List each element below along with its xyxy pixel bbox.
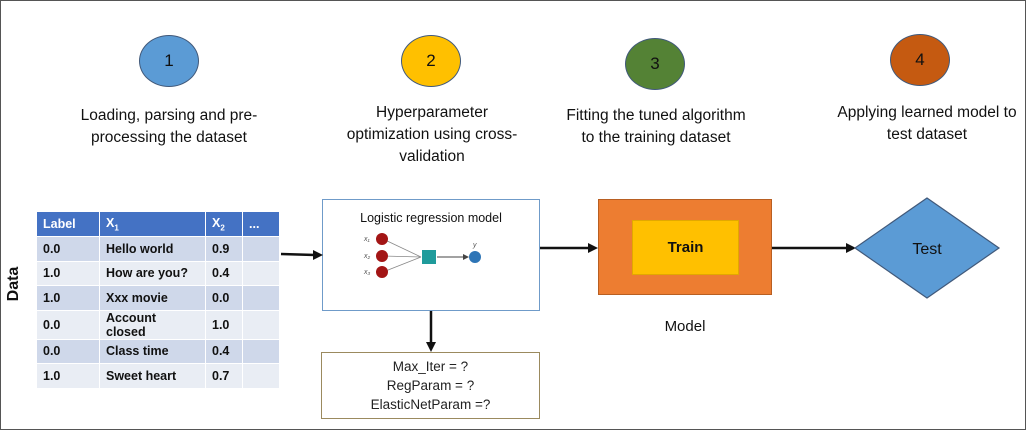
step-4-circle: 4 xyxy=(890,34,950,86)
step-2-circle: 2 xyxy=(401,35,461,87)
input-neuron-3 xyxy=(376,266,388,278)
param-elastic-net: ElasticNetParam =? xyxy=(370,397,491,412)
step-4-number: 4 xyxy=(915,50,925,69)
hyperparameter-box: Max_Iter = ? RegParam = ? ElasticNetPara… xyxy=(321,352,540,419)
header-more: ... xyxy=(242,211,280,237)
input-neuron-1 xyxy=(376,233,388,245)
step-2-text: Hyperparameter optimization using cross-… xyxy=(346,104,518,165)
train-model-box: Train xyxy=(598,199,772,295)
step-2-number: 2 xyxy=(426,51,436,70)
network-illustration: x₁ x₂ x₃ y xyxy=(363,233,481,278)
summation-node xyxy=(422,250,436,264)
param-reg: RegParam = ? xyxy=(386,378,475,393)
header-x2: X2 xyxy=(205,211,243,237)
step-3-number: 3 xyxy=(650,54,660,73)
step-3-circle: 3 xyxy=(625,38,685,90)
step-1-text: Loading, parsing and pre-processing the … xyxy=(80,107,258,146)
header-x1: X1 xyxy=(99,211,206,237)
model-box: Logistic regression model x₁ x₂ x₃ y xyxy=(322,199,540,311)
input-label-2: x₂ xyxy=(363,253,371,260)
data-axis-label: Data xyxy=(5,266,22,302)
step-3-text: Fitting the tuned algorithm to the train… xyxy=(566,107,746,146)
train-box: Train xyxy=(632,220,739,275)
output-neuron xyxy=(469,251,481,263)
model-title: Logistic regression model xyxy=(360,211,502,225)
input-neuron-2 xyxy=(376,250,388,262)
train-label: Train xyxy=(667,239,704,256)
step-1-number: 1 xyxy=(164,51,174,70)
output-label: y xyxy=(472,242,477,249)
input-label-3: x₃ xyxy=(363,269,371,276)
model-caption: Model xyxy=(664,318,706,335)
step-4-text: Applying learned model to test dataset xyxy=(837,104,1017,143)
input-label-1: x₁ xyxy=(363,236,371,243)
header-label: Label xyxy=(36,211,100,237)
param-max-iter: Max_Iter = ? xyxy=(392,359,469,374)
step-1-circle: 1 xyxy=(139,35,199,87)
table-header-row: Label X1 X2 ... xyxy=(36,211,280,237)
